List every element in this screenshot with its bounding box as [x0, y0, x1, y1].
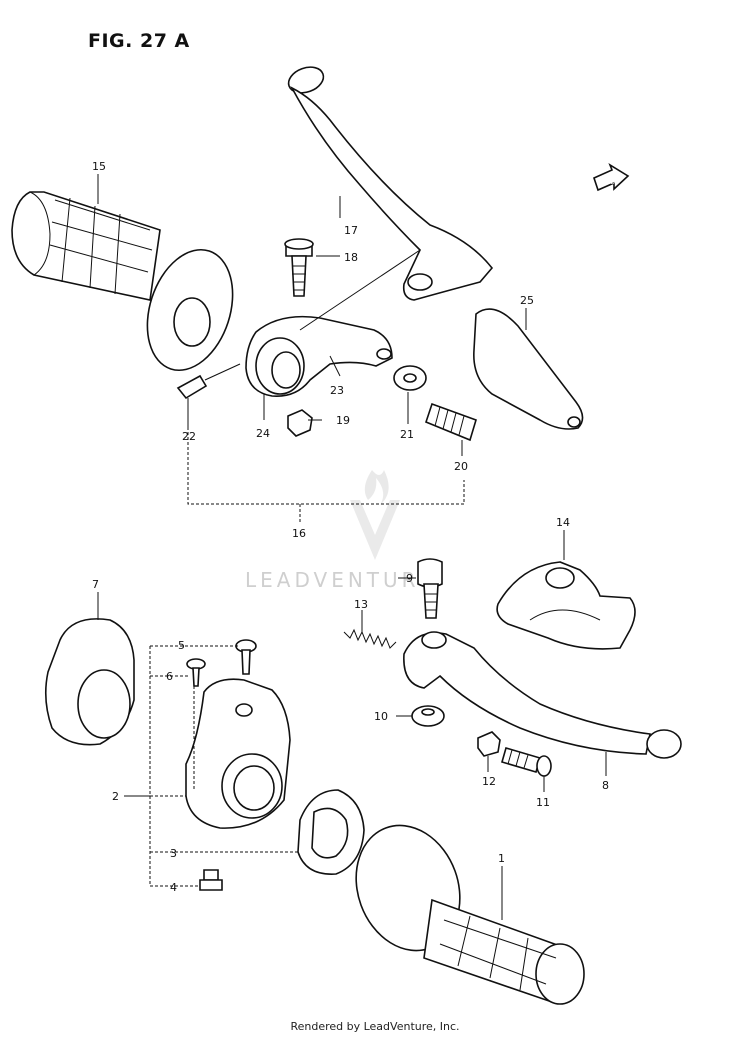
- part-2-throttle-housing: [185, 678, 291, 829]
- callout-24: 24: [256, 427, 270, 440]
- part-20-cable-adjuster: [425, 402, 477, 442]
- part-3-throttle-pulley: [297, 789, 365, 875]
- forward-arrow-icon: FWD: [593, 163, 630, 192]
- callout-6: 6: [166, 670, 173, 683]
- part-10-washer: [411, 705, 445, 727]
- callout-10: 10: [374, 710, 388, 723]
- callout-22: 22: [182, 430, 196, 443]
- callout-25: 25: [520, 294, 534, 307]
- part-8-lower-lever: [403, 631, 682, 759]
- part-14-lever-cover: [496, 561, 636, 650]
- part-23-24-lever-holder: [245, 249, 421, 397]
- part-12-nut: [477, 731, 501, 757]
- watermark-text: LEADVENTURE: [245, 568, 437, 592]
- bracket-parts-2-6: [149, 645, 298, 887]
- callout-12: 12: [482, 775, 496, 788]
- part-1-right-grip: [355, 824, 585, 1005]
- callout-8: 8: [602, 779, 609, 792]
- callout-15: 15: [92, 160, 106, 173]
- callout-3: 3: [170, 847, 177, 860]
- part-9-bolt: [417, 558, 443, 619]
- part-18-bolt: [284, 238, 314, 297]
- callout-14: 14: [556, 516, 570, 529]
- part-4-screw: [199, 869, 223, 891]
- callout-9: 9: [406, 572, 413, 585]
- callout-18: 18: [344, 251, 358, 264]
- callout-labels: 15 17 18 25 23 19 22 24 21 20 16 14 9 7 …: [92, 160, 609, 894]
- part-17-upper-lever: [287, 66, 494, 301]
- part-19-nut: [287, 409, 313, 437]
- callout-2: 2: [112, 790, 119, 803]
- figure-title: FIG. 27 A: [88, 30, 190, 52]
- callout-20: 20: [454, 460, 468, 473]
- part-22-screw: [176, 363, 241, 400]
- part-15-left-grip: [11, 191, 234, 372]
- part-25-boot: [473, 308, 584, 430]
- bracket-part-16: [187, 432, 465, 524]
- part-7-cover: [44, 618, 135, 746]
- leader-lines: [97, 174, 607, 920]
- callout-4: 4: [170, 881, 177, 894]
- callout-21: 21: [400, 428, 414, 441]
- callout-16: 16: [292, 527, 306, 540]
- part-5-screw: [235, 639, 257, 675]
- footer-credit: Rendered by LeadVenture, Inc.: [290, 1020, 460, 1033]
- callout-13: 13: [354, 598, 368, 611]
- part-13-spring: [343, 628, 397, 649]
- callout-19: 19: [336, 414, 350, 427]
- callout-11: 11: [536, 796, 550, 809]
- part-21-adjuster-nut: [393, 365, 427, 391]
- part-11-screw: [501, 747, 552, 777]
- callout-17: 17: [344, 224, 358, 237]
- callout-1: 1: [498, 852, 505, 865]
- forward-arrow-label: FWD: [601, 179, 615, 186]
- part-6-screw: [186, 658, 206, 687]
- watermark-logo: [350, 470, 400, 560]
- callout-5: 5: [178, 639, 185, 652]
- callout-7: 7: [92, 578, 99, 591]
- callout-23: 23: [330, 384, 344, 397]
